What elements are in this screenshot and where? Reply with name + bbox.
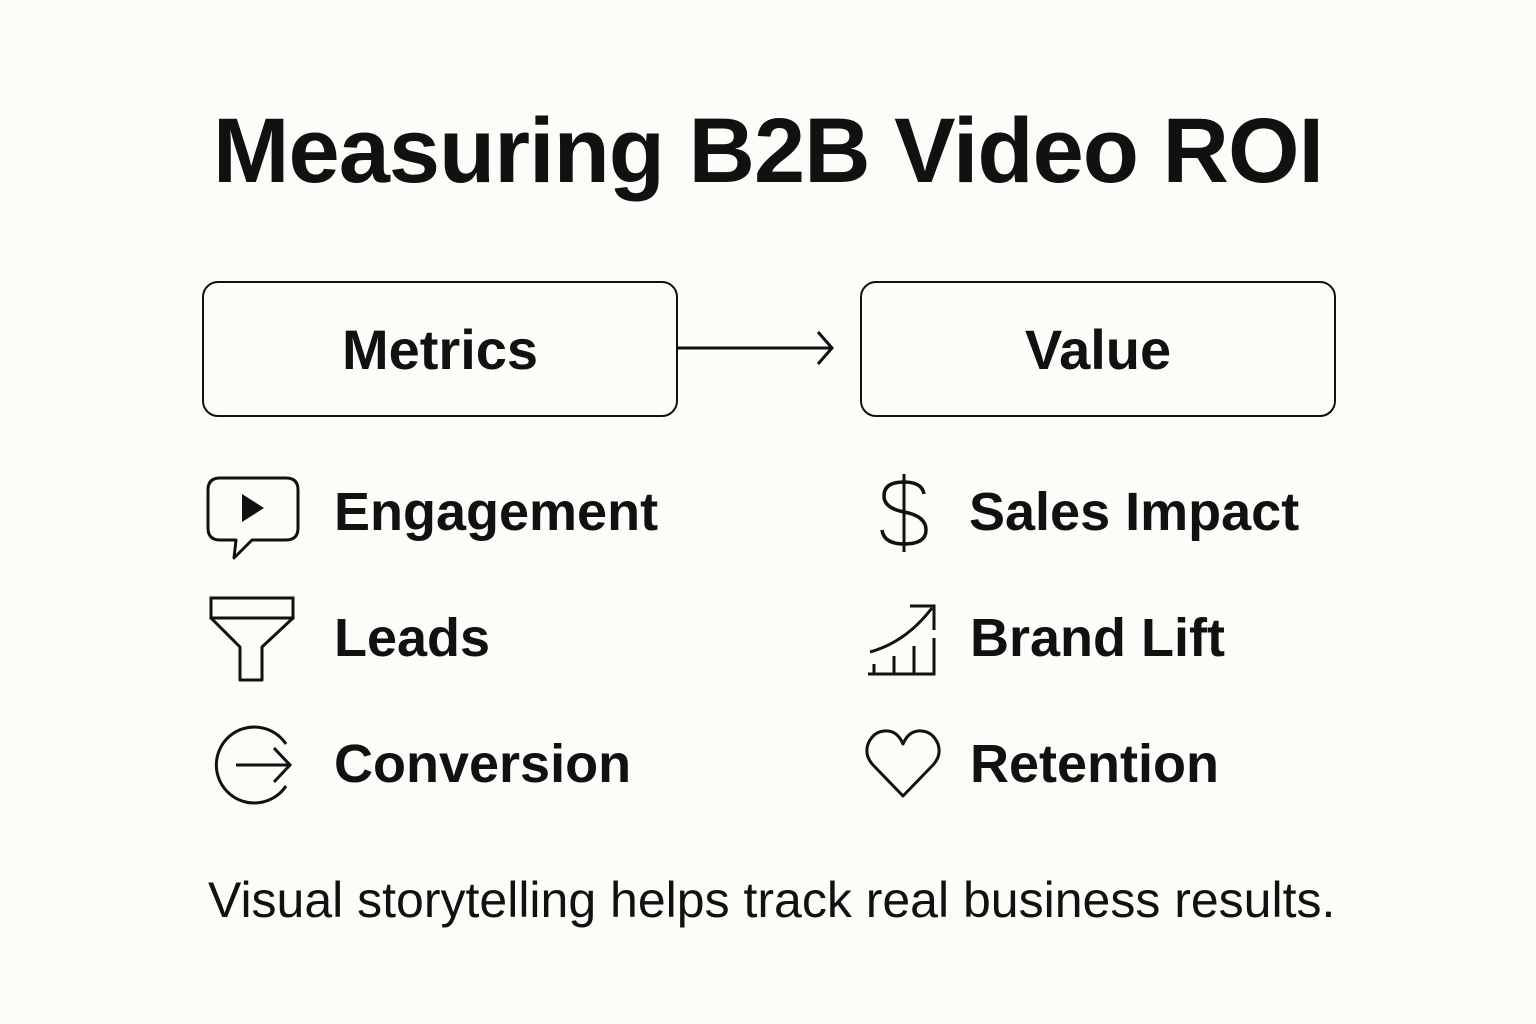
video-play-speech-bubble-icon: [206, 476, 300, 560]
metric-label: Leads: [334, 608, 491, 668]
value-label: Brand Lift: [970, 608, 1225, 668]
arrow-right-icon: [676, 331, 834, 365]
metrics-box: Metrics: [202, 281, 678, 417]
metrics-box-label: Metrics: [341, 317, 539, 381]
caption: Visual storytelling helps track real bus…: [208, 872, 1336, 928]
funnel-icon: [209, 596, 295, 682]
dollar-sign-icon: [880, 474, 928, 552]
heart-icon: [865, 729, 941, 798]
value-box: Value: [860, 281, 1336, 417]
value-label: Sales Impact: [969, 482, 1300, 542]
page-title: Measuring B2B Video ROI: [212, 100, 1324, 202]
value-label: Retention: [970, 734, 1219, 794]
circle-arrow-right-icon: [214, 725, 293, 805]
metric-label: Engagement: [334, 482, 659, 542]
growth-chart-icon: [868, 604, 936, 676]
metric-label: Conversion: [334, 734, 632, 794]
value-box-label: Value: [1024, 317, 1172, 381]
